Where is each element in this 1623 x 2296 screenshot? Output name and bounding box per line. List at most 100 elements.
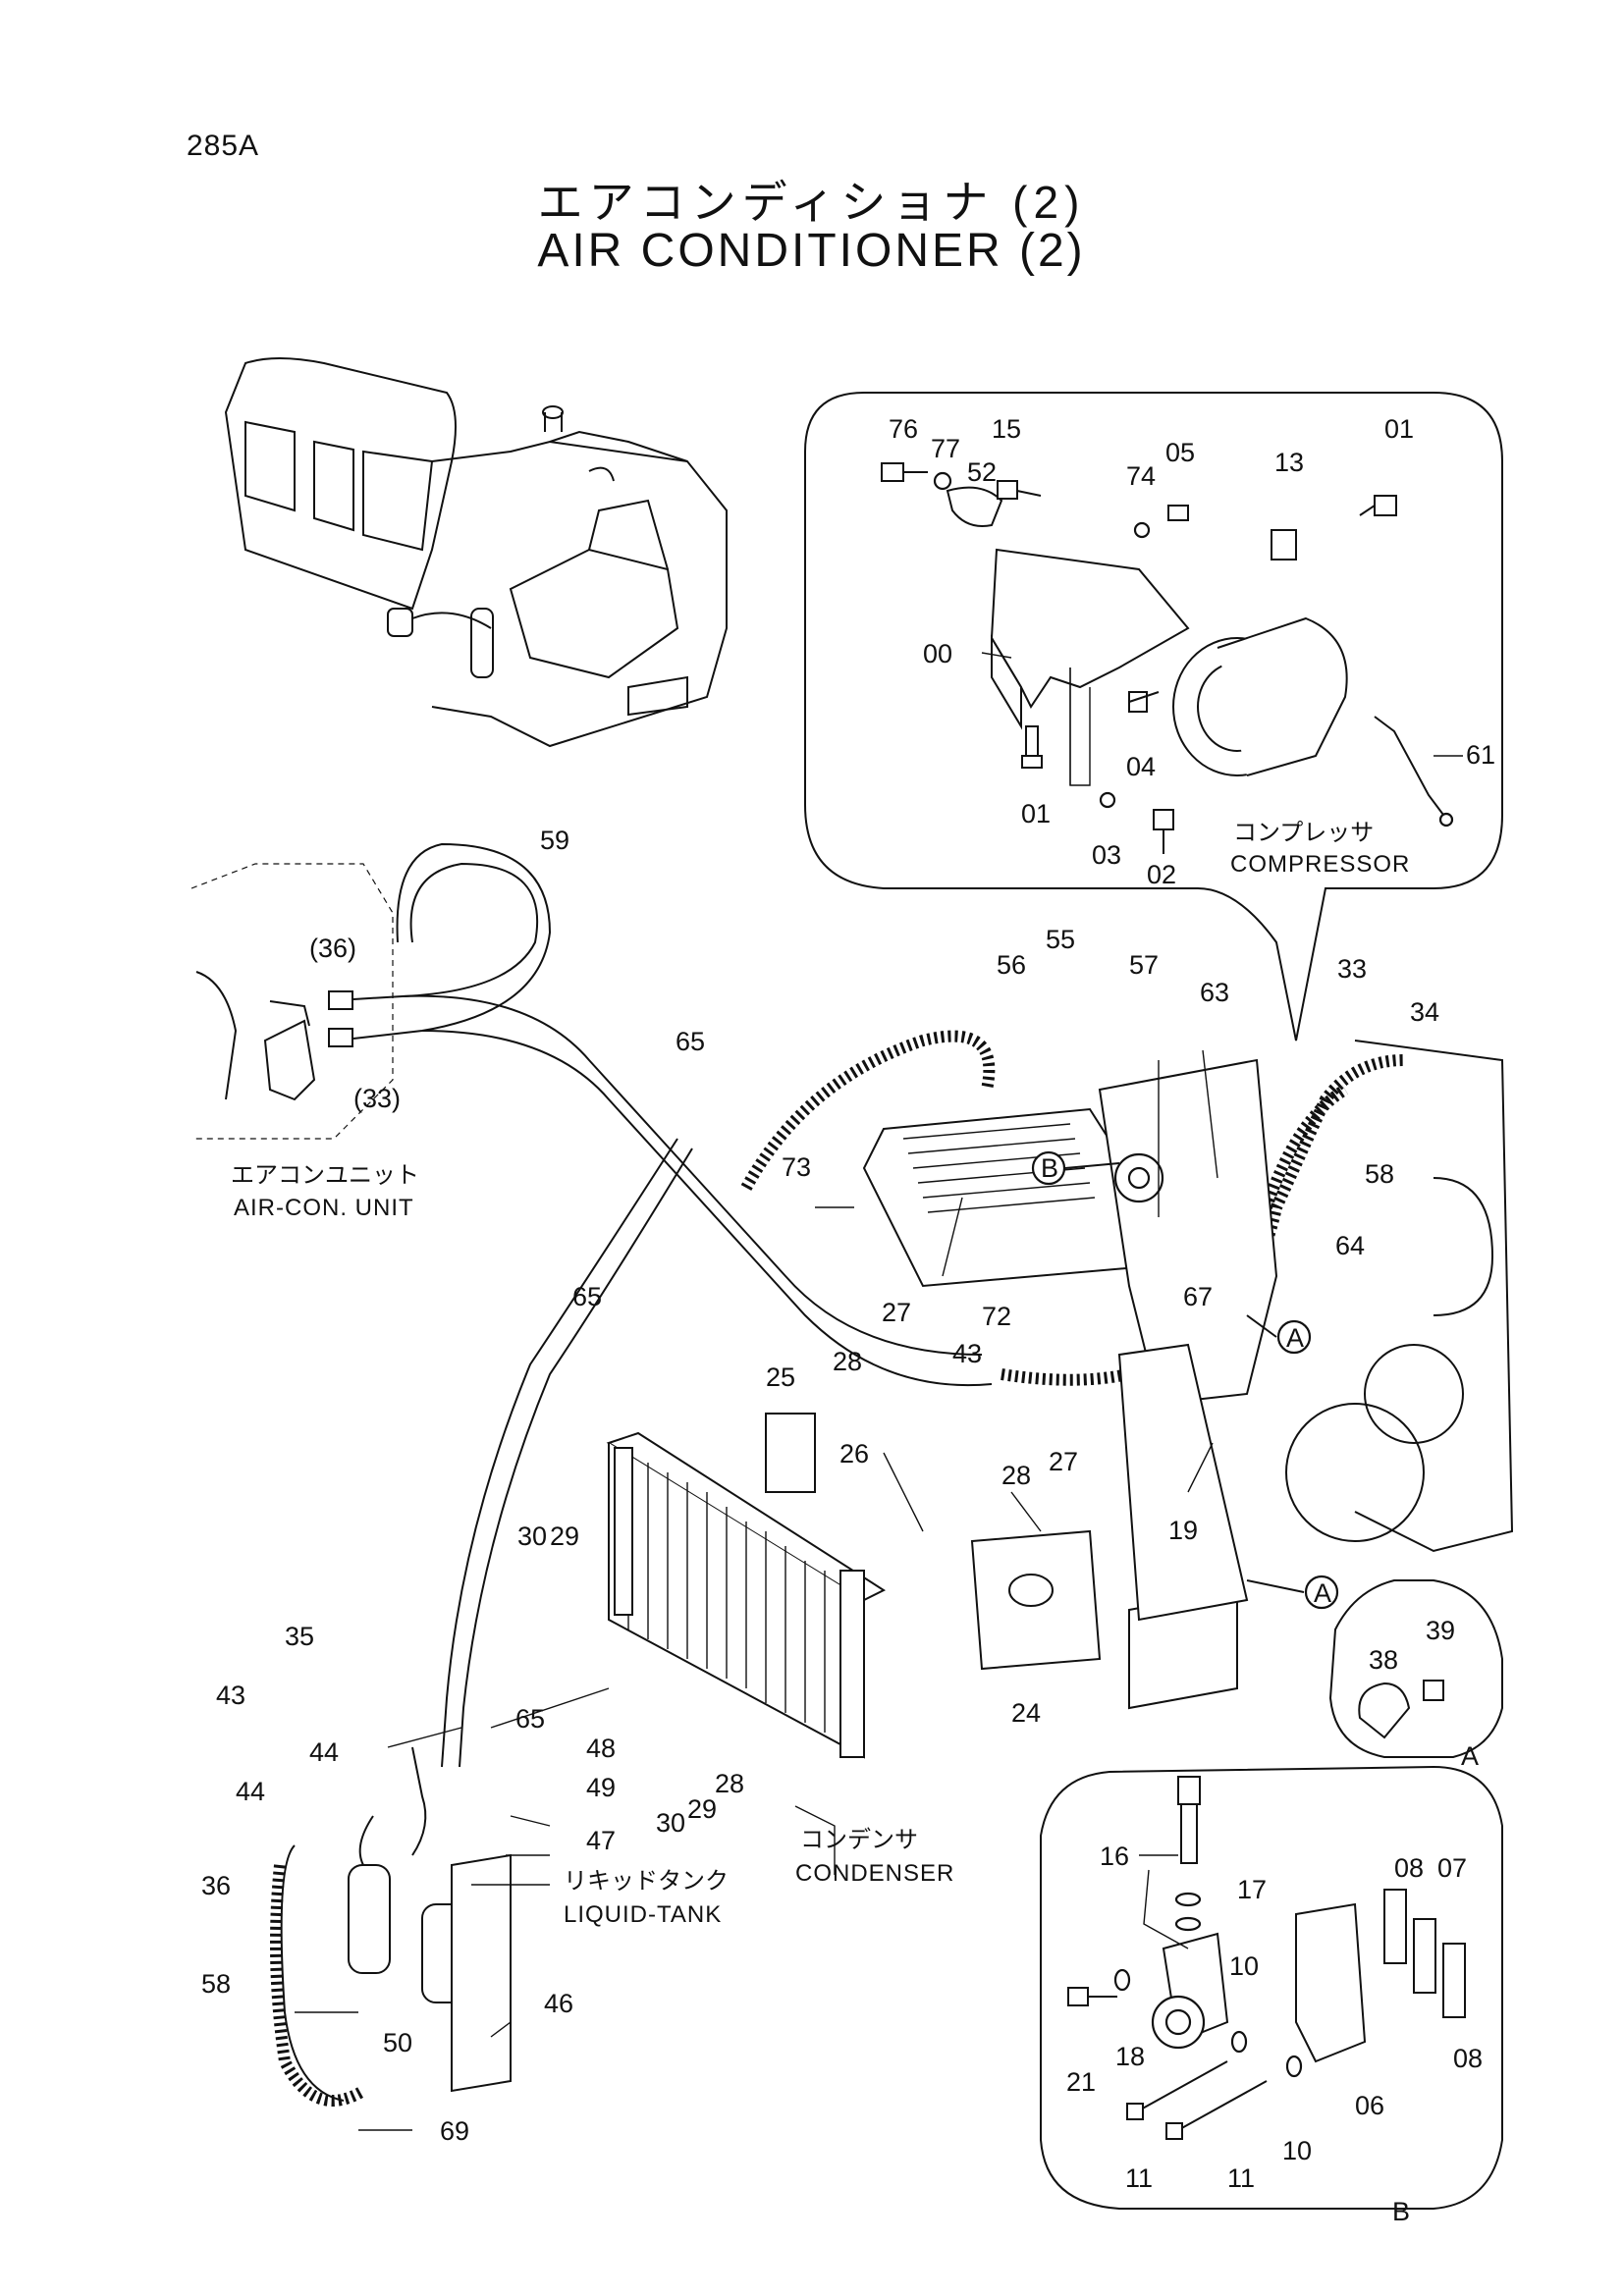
part-label: 56 [997, 950, 1026, 980]
part-label: (33) [353, 1084, 401, 1113]
page-code: 285A [187, 130, 260, 162]
excavator-overview [224, 357, 728, 748]
condenser-label-en: CONDENSER [795, 1860, 954, 1887]
part-label: 77 [931, 434, 960, 463]
callout-a-letter-2: A [1314, 1578, 1331, 1608]
part-label: 08 [1394, 1853, 1424, 1883]
radiator-assembly [862, 1058, 1278, 1710]
part-label: 11 [1227, 2163, 1255, 2193]
part-label: 02 [1147, 860, 1176, 889]
part-label: 73 [782, 1152, 811, 1182]
detail-a-letter: A [1461, 1741, 1479, 1771]
part-label: 28 [833, 1347, 862, 1376]
part-label: 43 [216, 1681, 245, 1710]
bolt-76-icon [881, 462, 928, 482]
part-label: 64 [1335, 1231, 1365, 1260]
part-label: 29 [687, 1794, 717, 1824]
part-label: 30 [517, 1522, 547, 1551]
part-label: 76 [889, 414, 918, 444]
part-label: 01 [1384, 414, 1414, 444]
part-label: 52 [967, 457, 997, 487]
part-label: 59 [540, 826, 569, 855]
part-label: 16 [1100, 1842, 1129, 1871]
part-label: 72 [982, 1302, 1011, 1331]
part-label: 55 [1046, 925, 1075, 954]
part-label: 49 [586, 1773, 616, 1802]
part-label: 43 [952, 1339, 982, 1368]
part-label: 25 [766, 1362, 795, 1392]
part-label: 57 [1129, 950, 1159, 980]
liquid-tank-label-jp: リキッドタンク [564, 1868, 729, 1895]
part-label: 65 [676, 1027, 705, 1056]
part-label: 07 [1437, 1853, 1467, 1883]
part-label: 01 [1021, 799, 1051, 828]
condenser-label-jp: コンデンサ [800, 1827, 918, 1853]
bolt-15-icon [997, 480, 1042, 500]
part-label: (36) [309, 934, 356, 963]
page-title-jp: エアコンディショナ (2) [537, 177, 1086, 228]
detail-b-letter: B [1392, 2197, 1410, 2226]
part-label: 05 [1165, 438, 1195, 467]
detail-b [1040, 1765, 1503, 2210]
detail-a [1328, 1579, 1503, 1758]
part-label: 08 [1453, 2044, 1483, 2073]
part-label: 28 [715, 1769, 744, 1798]
part-label: 47 [586, 1826, 616, 1855]
part-label: 46 [544, 1989, 573, 2018]
part-label: 67 [1183, 1282, 1213, 1311]
part-label: 65 [572, 1282, 602, 1311]
part-label: 19 [1168, 1516, 1198, 1545]
part-label: 06 [1355, 2091, 1384, 2120]
part-label: 24 [1011, 1698, 1041, 1728]
compressor-label-jp: コンプレッサ [1233, 820, 1374, 846]
part-label: 10 [1282, 2136, 1312, 2165]
part-label: 61 [1466, 740, 1495, 770]
part-label: 48 [586, 1734, 616, 1763]
part-label: 26 [839, 1439, 869, 1468]
aircon-unit [190, 863, 394, 1140]
compressor-label-en: COMPRESSOR [1230, 851, 1410, 878]
compressor-detail [804, 392, 1503, 1041]
liquid-tank-label-en: LIQUID-TANK [564, 1901, 722, 1928]
part-label: 36 [201, 1871, 231, 1900]
aircon-unit-label-en: AIR-CON. UNIT [234, 1195, 414, 1221]
part-label: 38 [1369, 1645, 1398, 1675]
part-label: 04 [1126, 752, 1156, 781]
part-label: 74 [1126, 461, 1156, 491]
callout-a-circle-1 [1276, 1319, 1312, 1355]
part-label: 27 [1049, 1447, 1078, 1476]
callout-b-letter: B [1041, 1153, 1058, 1183]
part-label: 44 [236, 1777, 265, 1806]
part-label: 17 [1237, 1875, 1267, 1904]
page-title-en: AIR CONDITIONER (2) [537, 225, 1086, 277]
part-label: 21 [1066, 2067, 1096, 2097]
part-label: 18 [1115, 2042, 1145, 2071]
part-label: 34 [1410, 997, 1439, 1027]
part-label: 35 [285, 1622, 314, 1651]
callout-a-circle-2 [1304, 1575, 1339, 1610]
part-label: 15 [992, 414, 1021, 444]
part-label: 28 [1001, 1461, 1031, 1490]
callout-marks [1031, 1150, 1339, 1610]
part-label: 69 [440, 2116, 469, 2146]
part-label: 27 [882, 1298, 911, 1327]
part-label: 39 [1426, 1616, 1455, 1645]
part-label: 00 [923, 639, 952, 668]
part-label: 58 [201, 1969, 231, 1999]
leader-lines [295, 667, 1218, 2131]
part-label: 30 [656, 1808, 685, 1838]
liquid-tank [270, 1746, 512, 2107]
part-label: 03 [1092, 840, 1121, 870]
part-label: 11 [1125, 2163, 1153, 2193]
callout-b-circle [1031, 1150, 1066, 1186]
part-label: 65 [515, 1704, 545, 1734]
part-labels: 76 77 52 15 74 05 13 01 00 04 01 03 02 6… [201, 414, 1495, 2193]
part-label: 50 [383, 2028, 412, 2057]
part-label: 33 [1337, 954, 1367, 984]
part-label: 29 [550, 1522, 579, 1551]
callout-a-letter-1: A [1286, 1323, 1304, 1353]
condenser [606, 1413, 1102, 1759]
part-label: 10 [1229, 1951, 1259, 1981]
part-label: 13 [1274, 448, 1304, 477]
aircon-unit-label-jp: エアコンユニット [231, 1162, 419, 1189]
